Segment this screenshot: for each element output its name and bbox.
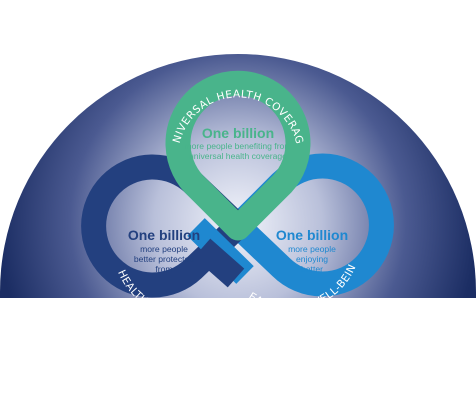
emergencies-loop: [81, 154, 251, 298]
wellbeing-description-3: better: [301, 264, 323, 274]
emergencies-over-segment: [193, 238, 245, 288]
emergencies-headline: One billion: [128, 227, 200, 243]
uhc-loop: [165, 70, 311, 241]
emergencies-description-2: better protected: [134, 254, 194, 264]
uhc-headline: One billion: [202, 125, 274, 141]
emergencies-description-1: more people: [140, 244, 188, 254]
emergencies-description-3: from: [155, 264, 172, 274]
wellbeing-loop: [225, 153, 394, 297]
wellbeing-headline: One billion: [276, 227, 348, 243]
uhc-description-2: universal health coverage: [189, 151, 287, 161]
wellbeing-description-1: more people: [288, 244, 336, 254]
wellbeing-description-2: enjoying: [296, 254, 328, 264]
uhc-description-1: more people benefiting from: [184, 141, 291, 151]
dome-background: [0, 54, 476, 298]
